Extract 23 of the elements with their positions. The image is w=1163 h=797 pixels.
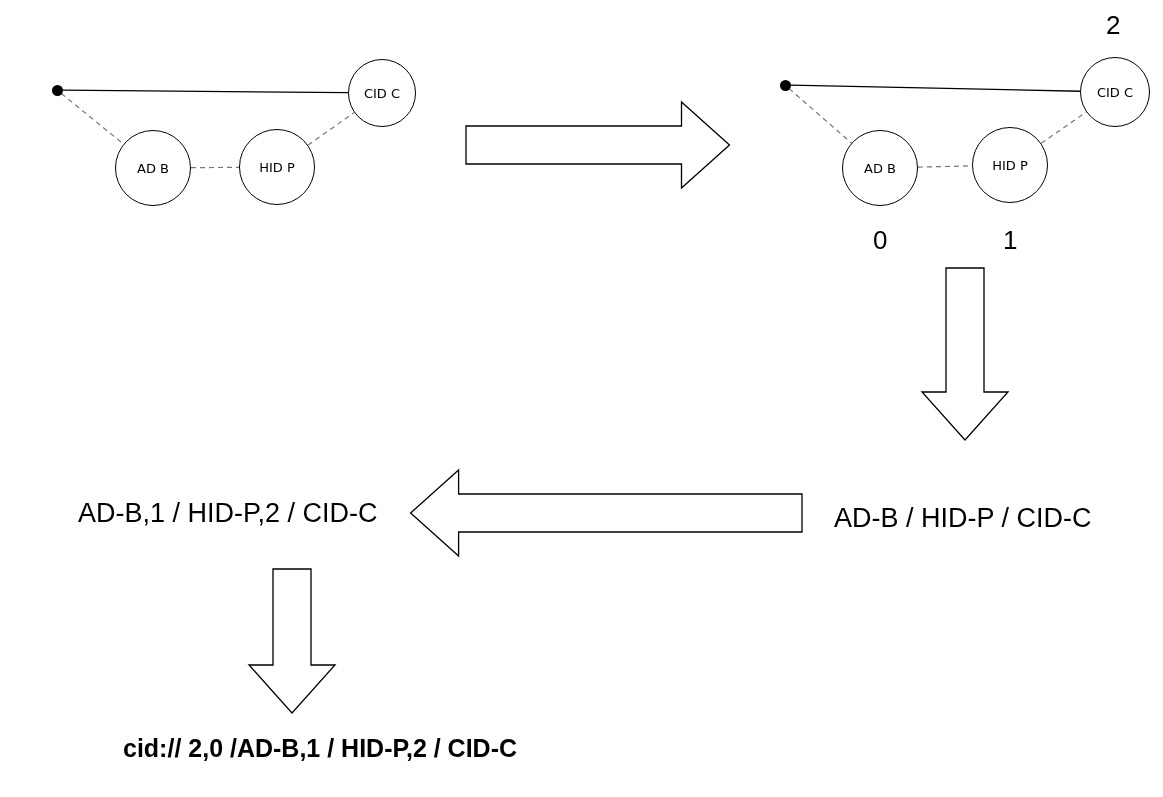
junction-dot: [51, 84, 63, 96]
dashed-link: [190, 166, 240, 169]
junction-dot: [779, 79, 791, 91]
result-text: cid:// 2,0 /AD-B,1 / HID-P,2 / CID-C: [123, 731, 518, 765]
circle-node: HID P: [972, 127, 1048, 203]
circle-node: CID C: [1080, 57, 1150, 127]
block-arrow: [409, 468, 803, 558]
circle-node: CID C: [348, 59, 416, 127]
path-text: AD-B,1 / HID-P,2 / CID-C: [78, 495, 378, 531]
link-line: [789, 84, 1081, 92]
index-number: 1: [1003, 224, 1018, 256]
circle-node: AD B: [115, 130, 191, 206]
index-number: 0: [873, 224, 888, 256]
dashed-link: [307, 112, 355, 146]
link-line: [61, 89, 349, 94]
block-arrow: [247, 568, 337, 714]
block-arrow: [920, 267, 1010, 441]
circle-node: HID P: [239, 129, 315, 205]
dashed-link: [788, 88, 852, 144]
circle-node: AD B: [842, 130, 918, 206]
path-text: AD-B / HID-P / CID-C: [834, 500, 1092, 536]
index-number: 2: [1106, 9, 1121, 41]
block-arrow: [465, 100, 731, 190]
